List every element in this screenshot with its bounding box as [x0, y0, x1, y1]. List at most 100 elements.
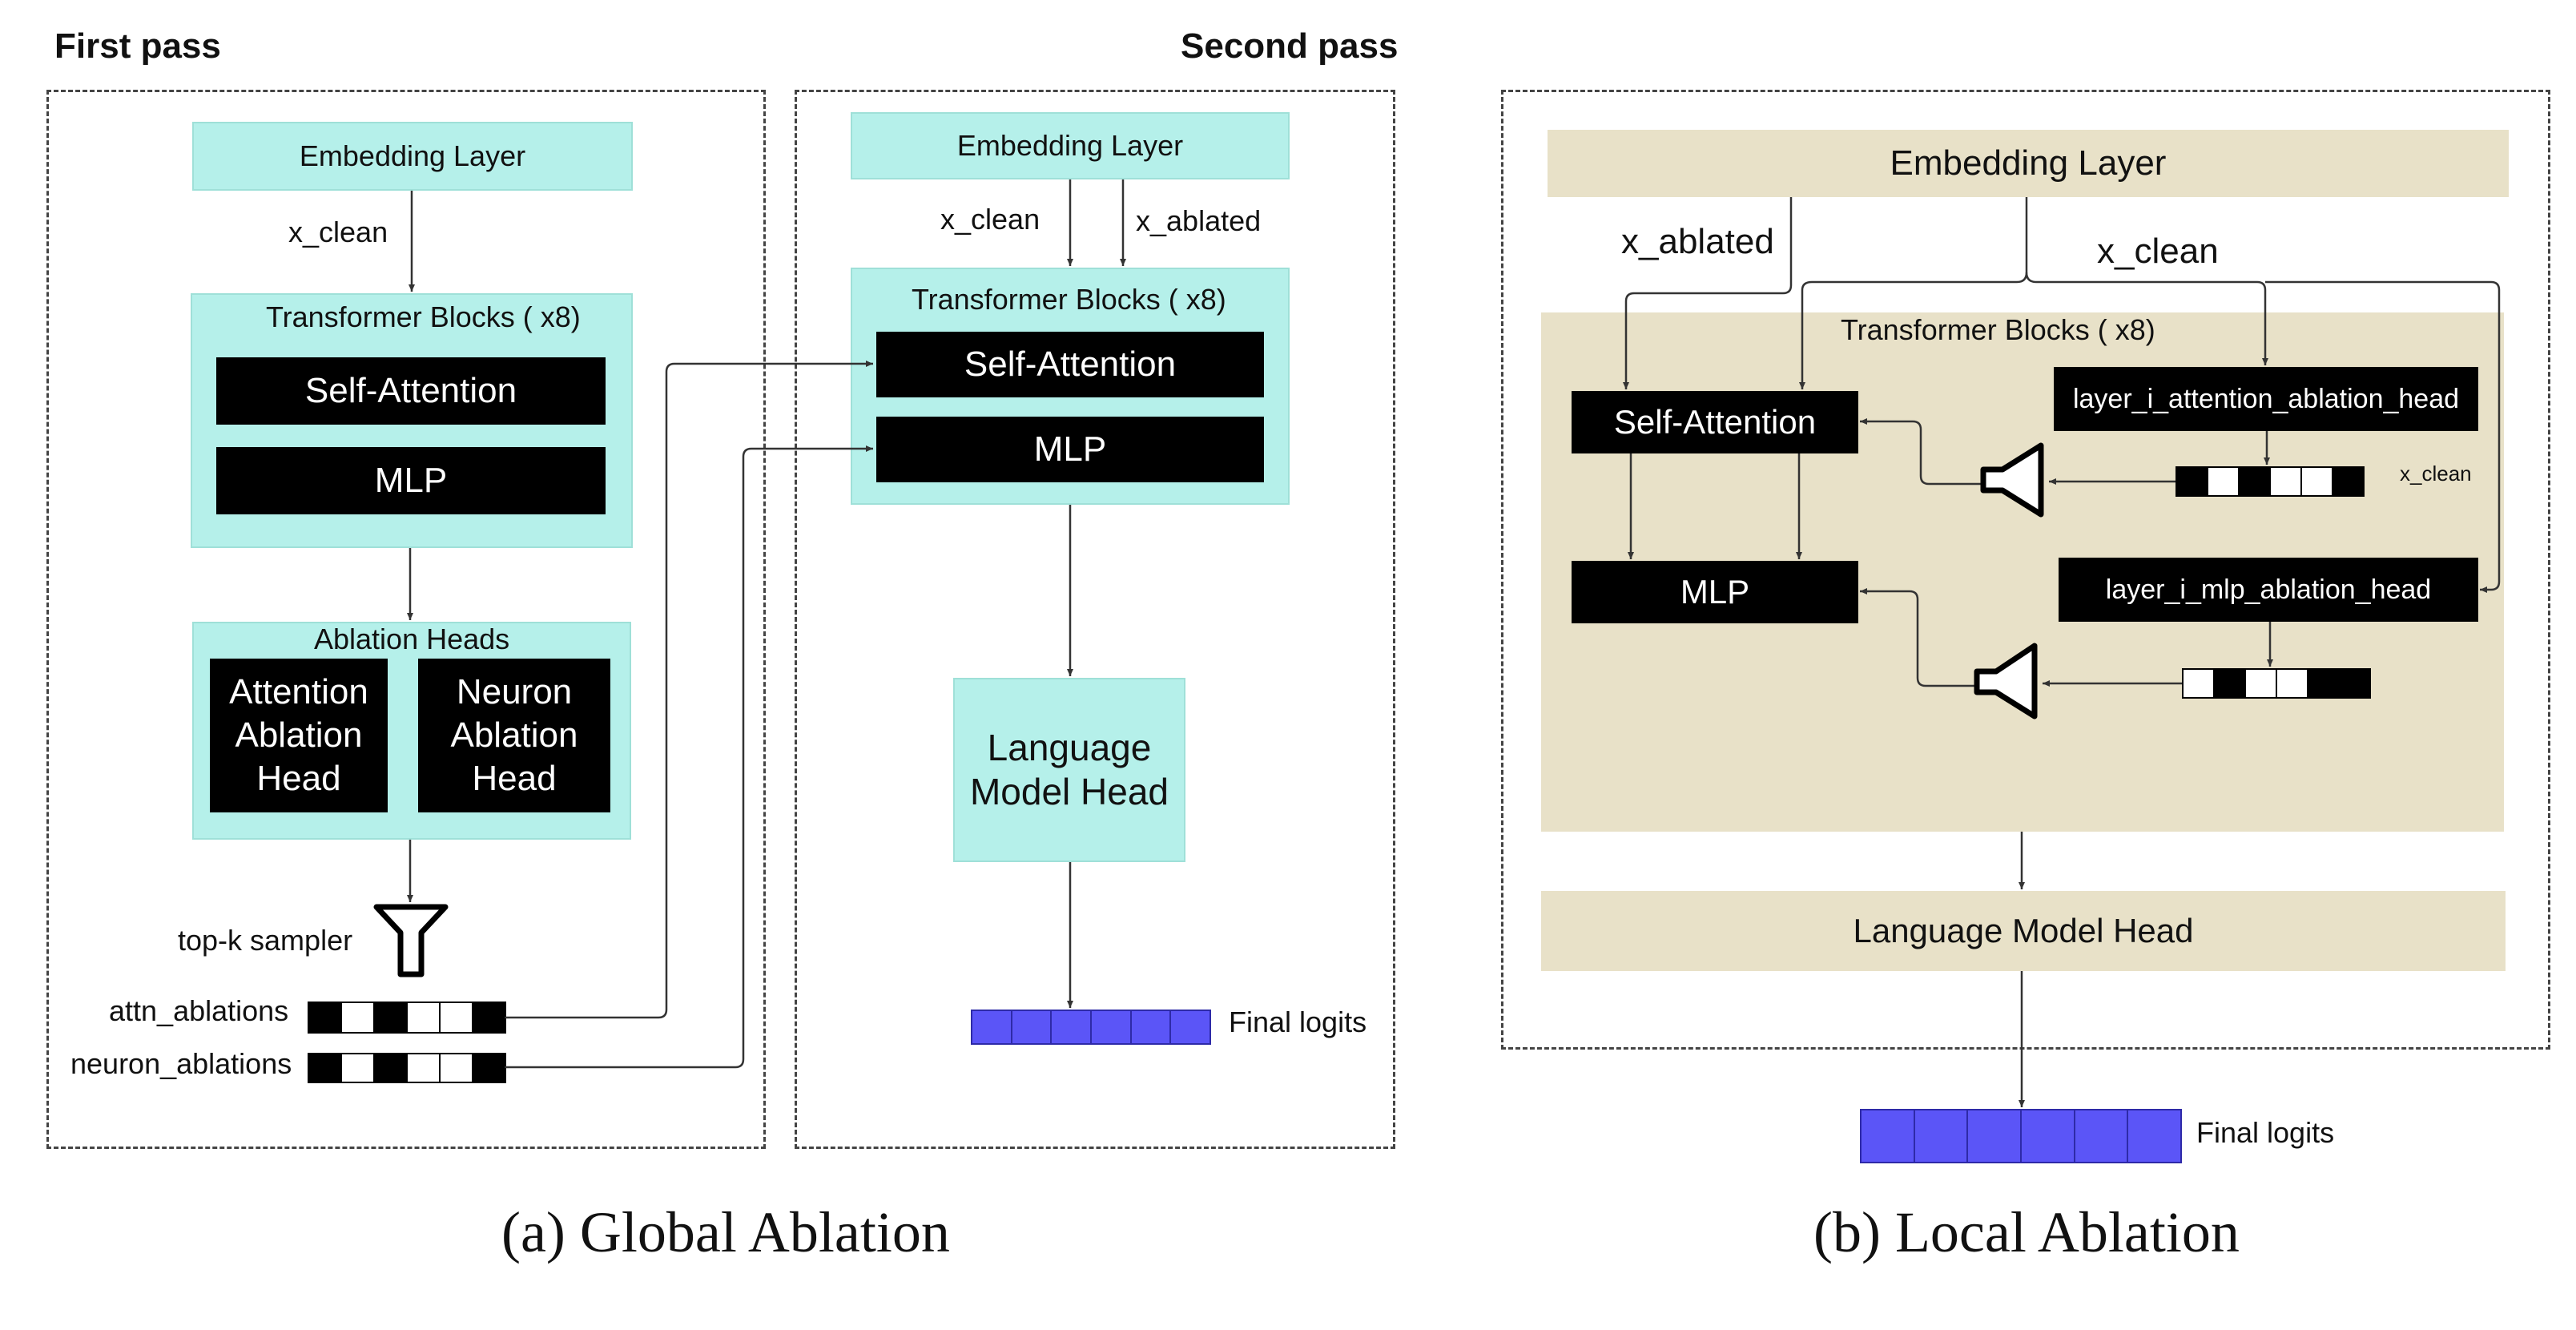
mlp-ablation-head-local-label: layer_i_mlp_ablation_head [2105, 574, 2432, 605]
second-embedding-label: Embedding Layer [956, 129, 1184, 162]
first-embedding-layer: Embedding Layer [192, 122, 633, 191]
second-mlp: MLP [876, 417, 1264, 482]
global-lm-head-line1: Language [987, 726, 1152, 768]
mask-cell [2307, 668, 2340, 699]
mask-cell [472, 1053, 506, 1083]
second-x-ablated-label: x_ablated [1136, 204, 1262, 237]
global-final-logits-label: Final logits [1229, 1006, 1367, 1038]
local-embedding-layer: Embedding Layer [1548, 130, 2509, 197]
local-x-ablated-label: x_ablated [1621, 222, 1774, 261]
first-self-attention: Self-Attention [216, 357, 606, 425]
mask-cell [2238, 466, 2271, 497]
local-language-model-head: Language Model Head [1541, 891, 2506, 971]
second-embedding-layer: Embedding Layer [851, 112, 1290, 179]
local-mlp-label: MLP [1680, 573, 1750, 611]
logit-cell [2127, 1109, 2182, 1163]
attention-ablation-head-local-label: layer_i_attention_ablation_head [2072, 383, 2460, 414]
first-pass-title: First pass [54, 26, 221, 66]
logit-cell [1010, 1010, 1053, 1045]
second-x-clean-label: x_clean [940, 203, 1040, 236]
attn-ablations-mask [308, 1002, 506, 1034]
attention-ablation-head-line2: Ablation [235, 715, 363, 756]
second-transformer-label: Transformer Blocks ( x8) [912, 283, 1226, 316]
mask-cell [2213, 668, 2246, 699]
second-pass-title: Second pass [1181, 26, 1399, 66]
neuron-ablation-head-line3: Head [472, 758, 557, 798]
neuron-ablations-mask [308, 1053, 506, 1083]
logit-cell [1169, 1010, 1211, 1045]
global-language-model-head: Language Model Head [953, 678, 1185, 862]
local-x-clean-small-label: x_clean [2400, 461, 2472, 486]
local-attn-mask [2176, 466, 2365, 497]
first-mlp-label: MLP [374, 461, 448, 500]
second-mlp-label: MLP [1033, 429, 1107, 469]
attention-ablation-head-local: layer_i_attention_ablation_head [2054, 367, 2478, 431]
mask-cell [472, 1002, 506, 1034]
second-self-attention-label: Self-Attention [964, 345, 1177, 384]
local-mlp-mask [2182, 668, 2371, 699]
mask-cell [2300, 466, 2333, 497]
mask-cell [2269, 466, 2302, 497]
mask-cell [2338, 668, 2371, 699]
first-pass-frame [46, 90, 766, 1149]
global-lm-head-line2: Model Head [969, 771, 1169, 812]
mask-cell [340, 1002, 375, 1034]
mask-cell [2332, 466, 2365, 497]
logit-cell [1966, 1109, 2022, 1163]
local-frame [1501, 90, 2550, 1050]
local-self-attention-label: Self-Attention [1613, 403, 1817, 441]
mask-cell [2207, 466, 2240, 497]
local-final-logits-label: Final logits [2196, 1116, 2335, 1149]
local-mlp: MLP [1572, 561, 1858, 623]
mask-cell [308, 1002, 342, 1034]
mask-cell [2182, 668, 2215, 699]
local-lm-head-label: Language Model Head [1853, 912, 2194, 949]
attn-ablations-label: attn_ablations [109, 994, 289, 1027]
first-embedding-label: Embedding Layer [299, 139, 526, 172]
ablation-heads-label: Ablation Heads [314, 623, 510, 655]
mask-cell [439, 1053, 473, 1083]
mask-cell [373, 1053, 408, 1083]
local-caption: (b) Local Ablation [1813, 1200, 2240, 1264]
mask-cell [373, 1002, 408, 1034]
first-mlp: MLP [216, 447, 606, 514]
second-self-attention: Self-Attention [876, 332, 1264, 397]
mask-cell [2276, 668, 2308, 699]
mask-cell [406, 1002, 441, 1034]
mask-cell [439, 1002, 473, 1034]
attention-ablation-head: Attention Ablation Head [210, 659, 388, 812]
local-transformer-label: Transformer Blocks ( x8) [1841, 313, 2155, 346]
attention-ablation-head-line3: Head [256, 758, 341, 798]
second-pass-frame [795, 90, 1395, 1149]
logit-cell [1860, 1109, 1915, 1163]
first-transformer-blocks: Transformer Blocks ( x8) Self-Attention … [191, 293, 633, 548]
logit-cell [2020, 1109, 2075, 1163]
neuron-ablation-head-line2: Ablation [450, 715, 578, 756]
second-transformer-blocks: Transformer Blocks ( x8) Self-Attention … [851, 268, 1290, 505]
mask-cell [308, 1053, 342, 1083]
ablation-heads-box: Ablation Heads Attention Ablation Head N… [192, 622, 631, 840]
logit-cell [1050, 1010, 1092, 1045]
first-x-clean-label: x_clean [288, 216, 388, 248]
global-final-logits [971, 1010, 1211, 1045]
first-self-attention-label: Self-Attention [304, 371, 517, 410]
mask-cell [2244, 668, 2277, 699]
mlp-ablation-head-local: layer_i_mlp_ablation_head [2059, 558, 2478, 622]
local-embedding-label: Embedding Layer [1890, 143, 2167, 183]
logit-cell [1129, 1010, 1172, 1045]
topk-sampler-label: top-k sampler [178, 924, 353, 957]
logit-cell [2073, 1109, 2129, 1163]
neuron-ablation-head: Neuron Ablation Head [418, 659, 610, 812]
first-transformer-label: Transformer Blocks ( x8) [266, 300, 581, 333]
mask-cell [406, 1053, 441, 1083]
logit-cell [971, 1010, 1012, 1045]
global-caption: (a) Global Ablation [501, 1200, 950, 1264]
logit-cell [1090, 1010, 1132, 1045]
neuron-ablations-label: neuron_ablations [70, 1047, 292, 1080]
mask-cell [2176, 466, 2208, 497]
logit-cell [1913, 1109, 1969, 1163]
mask-cell [340, 1053, 375, 1083]
local-final-logits [1860, 1109, 2182, 1163]
attention-ablation-head-line1: Attention [229, 672, 368, 712]
local-self-attention: Self-Attention [1572, 391, 1858, 453]
